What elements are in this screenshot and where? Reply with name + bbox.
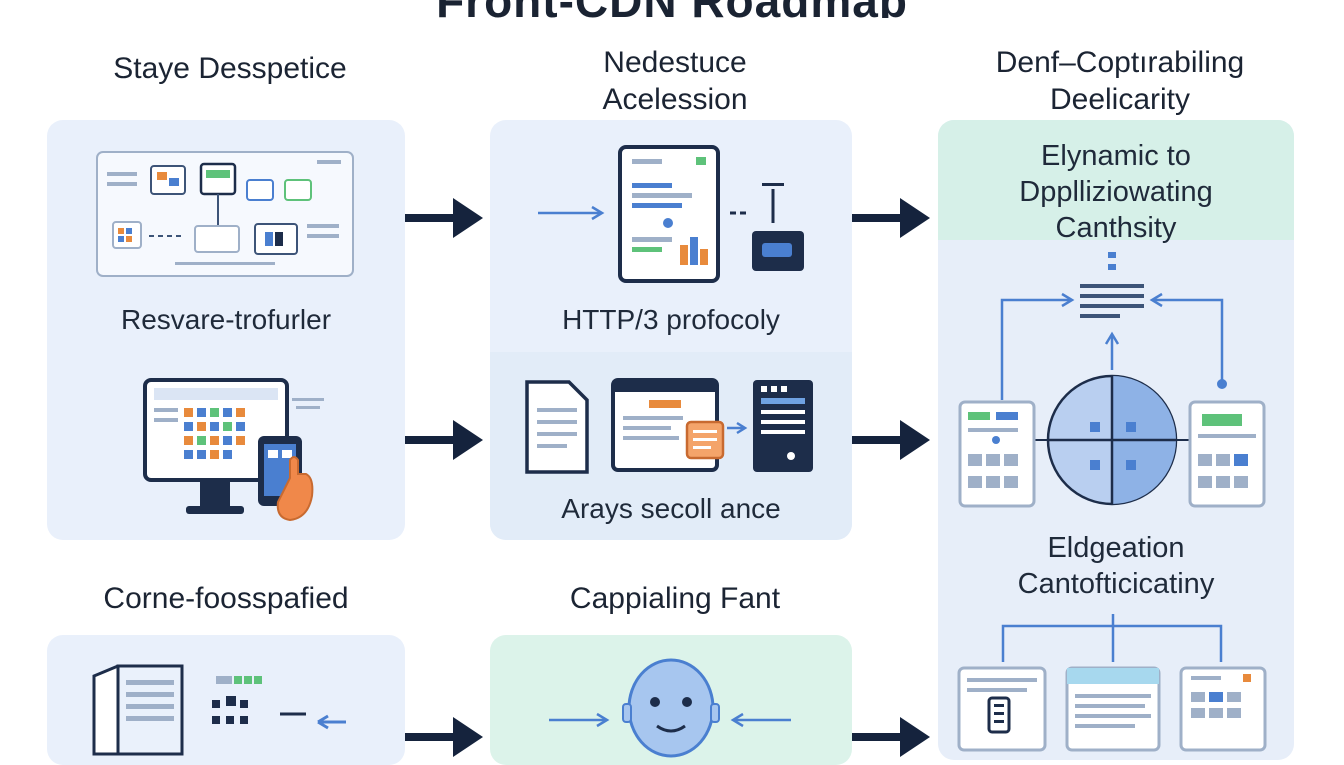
monitor-tablet-icon <box>143 378 324 522</box>
server-rack-icon <box>92 664 346 756</box>
column3-heading: Denf–Coptırabiling Deelicarity <box>930 44 1310 118</box>
col2-section2-heading: Cappialing Fant <box>569 582 781 615</box>
arrow-right-icon <box>852 717 930 757</box>
column3-heading-line1: Denf–Coptırabiling <box>995 46 1245 79</box>
col3-mid-text: Eldgeation Cantofticicatiny <box>938 530 1294 602</box>
col3-top-line1: Elynamic to <box>1041 140 1191 172</box>
col1-card1-label: Resvare-trofurler <box>120 304 332 335</box>
tablet-http-icon <box>538 145 804 283</box>
col2-card1-label: HTTP/3 profocoly <box>562 304 780 335</box>
column1-heading: Staye Desspeticе <box>113 52 347 85</box>
edge-network-diagram <box>958 252 1266 508</box>
column3-heading-line2: Deelicarity <box>1049 83 1191 116</box>
col3-mid-line1: Eldgeation <box>1047 532 1185 564</box>
arrow-right-icon <box>405 198 483 238</box>
col3-top-line2: Dpplliziowating <box>1019 176 1213 208</box>
column2-heading: Nedestuce Acelession <box>490 44 860 118</box>
document-flow-icon <box>525 378 813 474</box>
edge-nodes-diagram <box>957 614 1267 752</box>
col3-mid-line2: Cantofticicatiny <box>1017 568 1215 600</box>
robot-face-icon <box>549 658 791 758</box>
arrow-right-icon <box>405 717 483 757</box>
column2-heading-line1: Nedestuce <box>603 46 747 79</box>
col3-top-band <box>938 120 1294 240</box>
dashboard-diagram-icon <box>96 151 354 277</box>
col1-section2-heading: Corne-foosspafied <box>103 582 349 615</box>
column2-heading-line2: Acelession <box>602 83 748 116</box>
col3-top-text: Elynamic to Dpplliziowating Canthsity <box>938 138 1294 246</box>
arrow-right-icon <box>852 198 930 238</box>
arrow-right-icon <box>405 420 483 460</box>
arrow-right-icon <box>852 420 930 460</box>
col3-top-line3: Canthsity <box>1055 212 1177 244</box>
page-title: Front-CDN Roadmap <box>0 0 1344 18</box>
col2-card2-label: Arays secoll ance <box>561 493 781 524</box>
